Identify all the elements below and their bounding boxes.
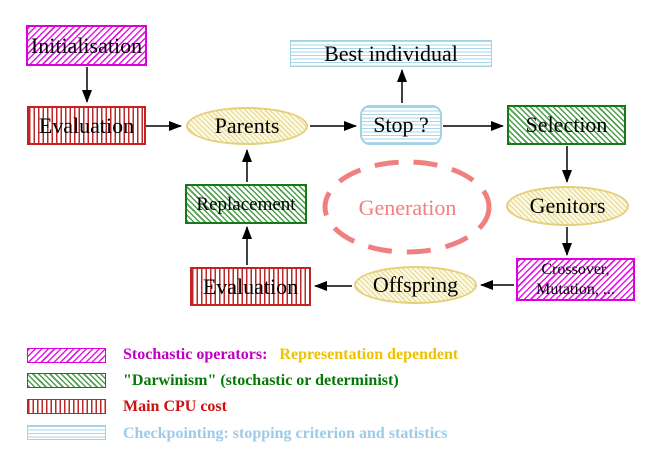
legend-stochastic-secondary: Representation dependent <box>279 346 459 363</box>
legend-swatch-checkpointing <box>27 425 106 440</box>
node-replacement-label: Replacement <box>196 193 296 215</box>
legend-text-darwinism: "Darwinism" (stochastic or determinist) <box>123 372 399 389</box>
legend-swatch-darwinism <box>27 373 106 388</box>
legend-text-cpu: Main CPU cost <box>123 398 227 415</box>
generation-loop-label: Generation <box>358 194 457 220</box>
node-selection-label: Selection <box>525 112 608 137</box>
node-initialisation: Initialisation <box>26 25 147 66</box>
node-parents-label: Parents <box>214 113 280 138</box>
legend-text-checkpointing: Checkpointing: stopping criterion and st… <box>123 425 448 442</box>
node-evaluation-top: Evaluation <box>27 106 146 145</box>
node-parents: Parents <box>186 107 308 145</box>
node-stop-label: Stop ? <box>373 112 429 137</box>
node-evaluation-top-label: Evaluation <box>38 112 135 138</box>
legend-swatch-stochastic <box>27 348 106 363</box>
node-crossover-mutation-label: Crossover, Mutation, ... <box>536 260 615 298</box>
crossover-line1: Crossover, <box>541 261 610 279</box>
node-genitors: Genitors <box>506 186 629 226</box>
node-offspring: Offspring <box>354 266 477 304</box>
node-best-individual-label: Best individual <box>324 40 458 66</box>
node-selection: Selection <box>507 105 626 145</box>
legend-stochastic-primary: Stochastic operators: <box>123 346 268 363</box>
node-best-individual: Best individual <box>290 40 492 67</box>
crossover-line2: Mutation, ... <box>536 280 615 298</box>
node-evaluation-bottom-label: Evaluation <box>202 273 299 299</box>
node-stop: Stop ? <box>360 105 442 145</box>
node-genitors-label: Genitors <box>529 193 606 218</box>
node-offspring-label: Offspring <box>372 272 459 297</box>
legend-swatch-cpu <box>27 399 106 414</box>
node-replacement: Replacement <box>185 184 307 224</box>
legend-text-stochastic: Stochastic operators: Representation dep… <box>123 345 458 365</box>
node-initialisation-label: Initialisation <box>30 32 143 58</box>
node-evaluation-bottom: Evaluation <box>190 267 311 306</box>
node-crossover-mutation: Crossover, Mutation, ... <box>516 258 635 301</box>
